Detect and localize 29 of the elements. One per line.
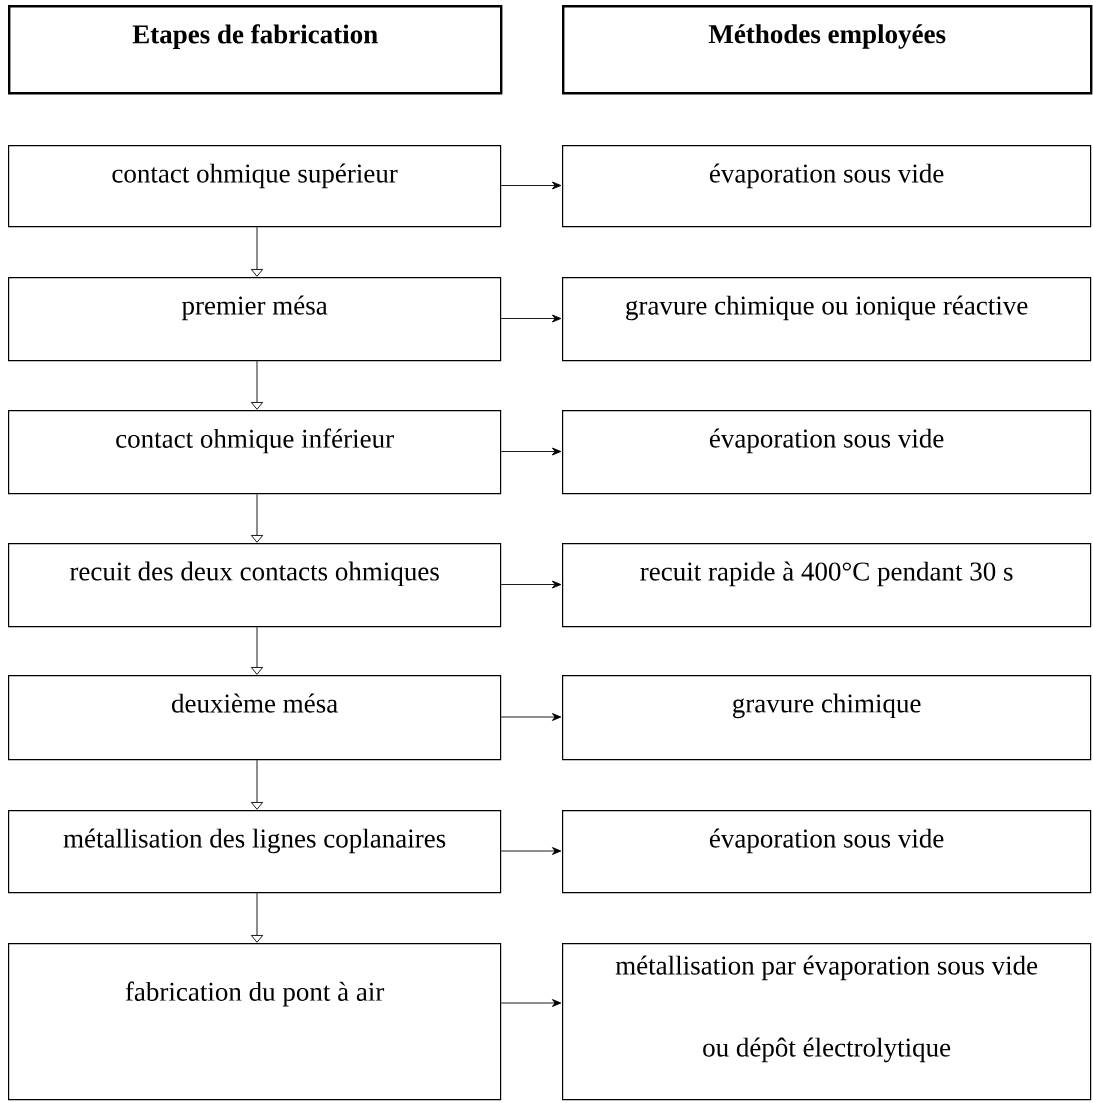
arrow xyxy=(250,226,264,277)
process-box: fabrication du pont à air xyxy=(8,943,502,1101)
process-box: métallisation par évaporation sous vide ou dépôt électrolytique xyxy=(562,943,1092,1101)
arrow xyxy=(500,181,562,190)
arrow xyxy=(500,847,562,855)
process-box: évaporation sous vide xyxy=(562,145,1092,228)
arrow xyxy=(500,314,562,323)
process-box: métallisation des lignes coplanaires xyxy=(8,810,502,894)
arrow xyxy=(250,360,264,410)
arrow xyxy=(250,759,264,810)
arrow xyxy=(250,892,264,943)
arrow xyxy=(500,580,562,589)
process-box: évaporation sous vide xyxy=(562,810,1092,894)
arrow xyxy=(500,999,562,1007)
process-box: deuxième mésa xyxy=(8,675,502,761)
process-box: recuit rapide à 400°C pendant 30 s xyxy=(562,543,1092,628)
header-box: Méthodes employées xyxy=(562,5,1093,95)
arrow xyxy=(500,713,562,721)
process-box: gravure chimique xyxy=(562,675,1092,761)
process-box: contact ohmique supérieur xyxy=(8,145,502,228)
process-box: évaporation sous vide xyxy=(562,410,1092,495)
process-box: premier mésa xyxy=(8,277,502,362)
arrow xyxy=(250,626,264,675)
process-box: contact ohmique inférieur xyxy=(8,410,502,495)
process-box: recuit des deux contacts ohmiques xyxy=(8,543,502,628)
arrow xyxy=(500,447,562,456)
arrow xyxy=(250,493,264,543)
header-box: Etapes de fabrication xyxy=(8,5,503,95)
process-box: gravure chimique ou ionique réactive xyxy=(562,277,1092,362)
